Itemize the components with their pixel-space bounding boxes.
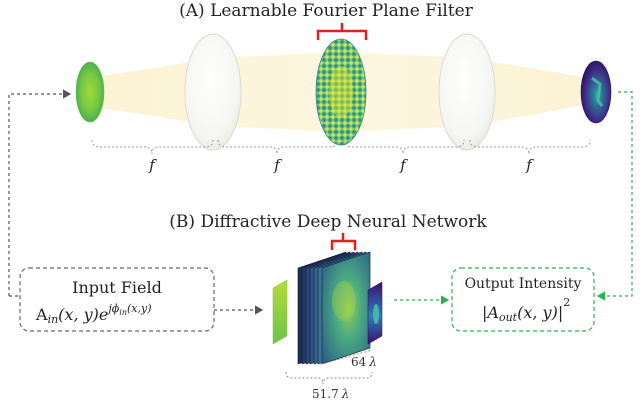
input-field-title: Input Field [72,278,162,297]
section-a-title: (A) Learnable Fourier Plane Filter [179,1,474,21]
d2nn-layer-stack [297,251,371,365]
input-field-box [19,267,215,332]
focal-label-1: f [148,156,157,174]
focal-label-4: f [525,156,534,174]
focal-braces [91,139,591,155]
input-loop-arrow [8,89,72,296]
focal-label-3: f [399,156,408,174]
section-b-title: (B) Diffractive Deep Neural Network [169,212,487,232]
fourier-filter [315,38,367,146]
input-slab [272,279,288,345]
lens-1 [184,33,242,151]
d2nn-bracket [330,233,357,250]
output-slab-spot [373,304,379,324]
focal-label-2: f [273,156,282,174]
lens-2 [438,33,496,151]
output-intensity-formula: |Aout(x, y)|2 [482,296,570,324]
output-intensity-box [451,267,595,332]
fourier-filter-center [329,66,353,118]
input-field-disk [75,61,105,123]
output-intensity-title: Output Intensity [465,276,582,292]
dimension-lines [285,349,373,385]
output-intensity-disk [580,60,612,124]
input-field-formula: Ain(x, y)ejϕin(x,y) [35,302,152,326]
output-loop-arrow [596,91,633,301]
filter-bracket [316,23,368,40]
